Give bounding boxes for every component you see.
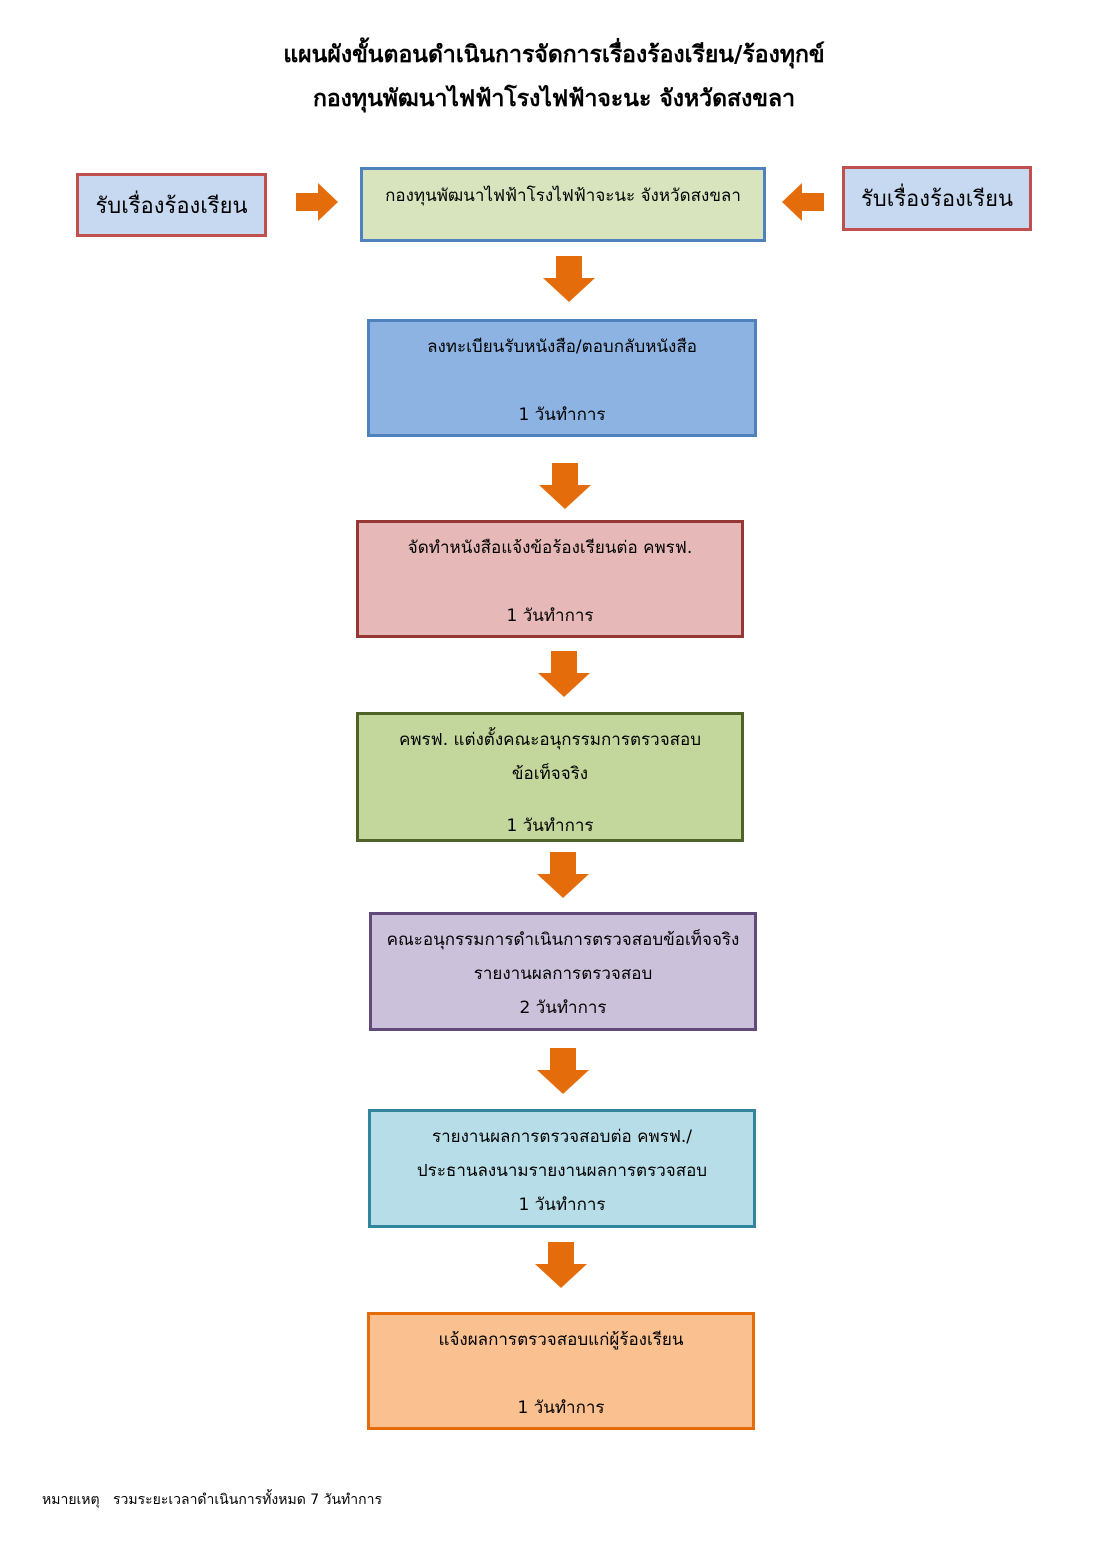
- arrow-left-icon: [782, 183, 824, 221]
- diagram-title-line2: กองทุนพัฒนาไฟฟ้าโรงไฟฟ้าจะนะ จังหวัดสงขล…: [312, 86, 796, 112]
- receive-complaint-left: รับเรื่องร้องเรียน: [76, 173, 267, 237]
- step-inform-complainant-box: แจ้งผลการตรวจสอบแก่ผู้ร้องเรียน 1 วันทำก…: [367, 1312, 755, 1430]
- step-1-duration: 1 วันทำการ: [518, 405, 606, 425]
- arrow-down-icon: [535, 1242, 587, 1288]
- step-5-line1: รายงานผลการตรวจสอบต่อ คพรฟ./: [431, 1127, 693, 1147]
- footer-note: หมายเหตุ รวมระยะเวลาดำเนินการทั้งหมด 7 ว…: [42, 1492, 382, 1508]
- fund-intake-box: กองทุนพัฒนาไฟฟ้าโรงไฟฟ้าจะนะ จังหวัดสงขล…: [360, 167, 766, 242]
- step-3-line2: ข้อเท็จจริง: [511, 764, 589, 784]
- step-2-line2: [359, 565, 741, 599]
- receive-complaint-right: รับเรื่องร้องเรียน: [842, 166, 1032, 231]
- step-4-duration: 2 วันทำการ: [519, 998, 607, 1018]
- step-2-duration: 1 วันทำการ: [506, 606, 594, 626]
- step-register-box: ลงทะเบียนรับหนังสือ/ตอบกลับหนังสือ 1 วัน…: [367, 319, 757, 437]
- step-report-results-box: รายงานผลการตรวจสอบต่อ คพรฟ./ ประธานลงนาม…: [368, 1109, 756, 1228]
- step-6-line1: แจ้งผลการตรวจสอบแก่ผู้ร้องเรียน: [438, 1330, 684, 1350]
- step-notify-committee-box: จัดทำหนังสือแจ้งข้อร้องเรียนต่อ คพรฟ. 1 …: [356, 520, 744, 638]
- step-5-duration: 1 วันทำการ: [518, 1195, 606, 1215]
- step-4-line1: คณะอนุกรรมการดำเนินการตรวจสอบข้อเท็จจริง: [386, 930, 740, 950]
- arrow-down-icon: [538, 651, 590, 697]
- step-investigate-box: คณะอนุกรรมการดำเนินการตรวจสอบข้อเท็จจริง…: [369, 912, 757, 1031]
- fund-intake-label: กองทุนพัฒนาไฟฟ้าโรงไฟฟ้าจะนะ จังหวัดสงขล…: [385, 186, 741, 206]
- arrow-right-icon: [296, 183, 338, 221]
- step-1-line1: ลงทะเบียนรับหนังสือ/ตอบกลับหนังสือ: [427, 337, 697, 357]
- step-4-line2: รายงานผลการตรวจสอบ: [473, 964, 653, 984]
- step-3-line1: คพรฟ. แต่งตั้งคณะอนุกรรมการตรวจสอบ: [398, 730, 702, 750]
- arrow-down-icon: [543, 256, 595, 302]
- step-appoint-subcommittee-box: คพรฟ. แต่งตั้งคณะอนุกรรมการตรวจสอบ ข้อเท…: [356, 712, 744, 842]
- step-2-line1: จัดทำหนังสือแจ้งข้อร้องเรียนต่อ คพรฟ.: [407, 538, 693, 558]
- arrow-down-icon: [537, 1048, 589, 1094]
- arrow-down-icon: [539, 463, 591, 509]
- step-6-duration: 1 วันทำการ: [517, 1398, 605, 1418]
- step-6-line2: [370, 1357, 752, 1391]
- arrow-down-icon: [537, 852, 589, 898]
- step-5-line2: ประธานลงนามรายงานผลการตรวจสอบ: [416, 1161, 708, 1181]
- step-3-duration: 1 วันทำการ: [506, 816, 594, 836]
- step-1-line2: [370, 364, 754, 398]
- diagram-title-line1: แผนผังขั้นตอนดำเนินการจัดการเรื่องร้องเร…: [283, 42, 825, 68]
